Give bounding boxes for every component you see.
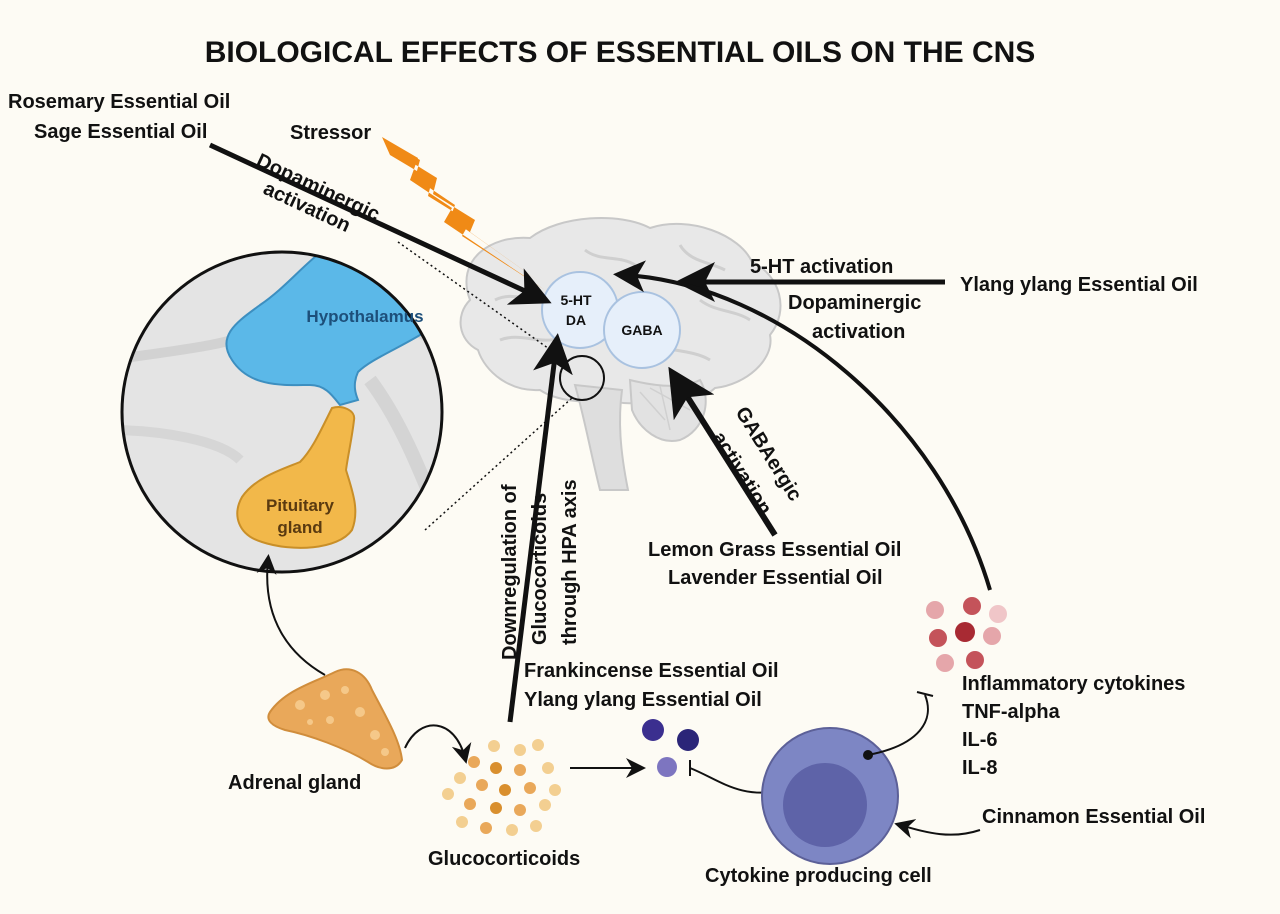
sage-oil-label: Sage Essential Oil [34,121,207,143]
ht-activation-label: 5-HT activation [750,256,893,278]
adrenal-gland-shape [267,668,404,770]
ylang-ylang-oil-bottom-label: Ylang ylang Essential Oil [524,689,762,711]
dopaminergic-right-label-2: activation [812,321,905,343]
glucocorticoids-label: Glucocorticoids [428,848,580,870]
hpa-label-3: through HPA axis [559,479,581,645]
il8-label: IL-8 [962,757,998,779]
ylang-ylang-oil-top-label: Ylang ylang Essential Oil [960,274,1198,296]
da-label: DA [566,312,586,328]
receptor-molecule-1 [642,719,664,741]
il6-label: IL-6 [962,729,998,751]
hpa-label-2: Glucocorticoids [529,493,551,645]
zoom-circle [120,250,444,574]
arrow-adrenal-to-glucocorticoids [404,724,472,764]
ht-label: 5-HT [560,292,592,308]
diagram-title: BIOLOGICAL EFFECTS OF ESSENTIAL OILS ON … [205,36,1036,69]
arrow-cinnamon-to-cell [894,819,981,839]
pituitary-label-line2: gland [277,518,322,537]
tnf-alpha-label: TNF-alpha [962,701,1061,723]
gaba-label: GABA [621,322,662,338]
dopaminergic-right-label-1: Dopaminergic [788,292,921,314]
inflammatory-cytokine-cluster [926,597,1007,672]
adrenal-gland-label: Adrenal gland [228,772,361,794]
hpa-label-1: Downregulation of [499,484,521,660]
inhibition-cell-to-cytokines [867,694,929,756]
arrow-cytokines-to-brain [613,260,992,591]
frankincense-oil-label: Frankincense Essential Oil [524,660,779,682]
rosemary-oil-label: Rosemary Essential Oil [8,91,230,113]
cytokine-cell-label: Cytokine producing cell [705,865,932,887]
receptor-molecule-2 [677,729,699,751]
zoom-line-top [397,241,563,359]
arrow-hpa-axis [507,333,573,723]
lemongrass-oil-label: Lemon Grass Essential Oil [648,539,901,561]
receptor-molecule-3 [657,757,677,777]
arrow-rosemary-to-brain [208,142,552,305]
arrow-lemongrass-to-gaba [668,366,778,537]
pituitary-label-line1: Pituitary [266,496,335,515]
stressor-label: Stressor [290,122,371,144]
arrow-adrenal-to-pituitary [256,554,326,676]
pituitary-shape [236,406,357,549]
cell-nucleus [783,763,867,847]
hypothalamus-label: Hypothalamus [306,307,423,326]
inflammatory-cytokines-label: Inflammatory cytokines [962,673,1185,695]
glucocorticoid-molecules [442,739,561,836]
cinnamon-oil-label: Cinnamon Essential Oil [982,806,1205,828]
lavender-oil-label: Lavender Essential Oil [668,567,883,589]
hypothalamus-marker-circle [559,355,605,401]
